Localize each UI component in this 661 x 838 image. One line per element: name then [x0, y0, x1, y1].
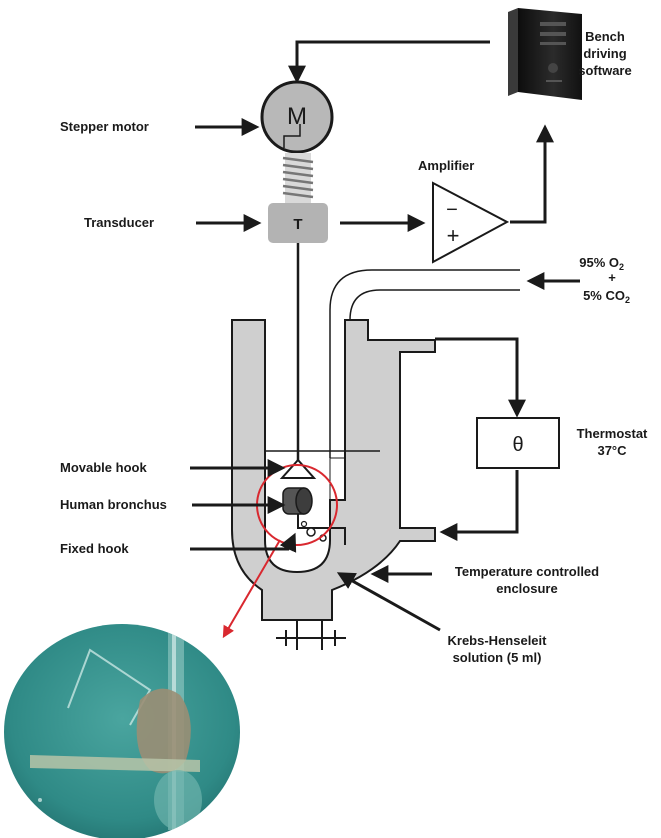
thermostat-box [476, 417, 560, 469]
amplifier-to-computer-arrow [510, 124, 554, 224]
enclosure-label-line2: enclosure [496, 581, 557, 596]
gas-o2-label: 95% O2 [579, 255, 624, 272]
krebs-label-line2: solution (5 ml) [453, 650, 542, 665]
bench-label-line2: driving [583, 46, 626, 61]
thermostat-to-bath-arrow [439, 470, 519, 541]
enclosure-label-line1: Temperature controlled [455, 564, 599, 579]
bath-to-thermostat-arrow [435, 337, 526, 418]
amplifier-icon [432, 181, 510, 264]
human-bronchus-label: Human bronchus [60, 497, 167, 512]
transducer-label: Transducer [84, 215, 154, 230]
gas-co2-label: 5% CO2 [583, 288, 630, 305]
fixed-hook-label: Fixed hook [60, 541, 129, 556]
drain-valve [276, 620, 346, 650]
movable-hook-icon [279, 458, 317, 479]
magnifier-arrow [222, 539, 281, 639]
bubble [306, 527, 316, 537]
bubble [300, 520, 308, 528]
computer-tower-icon [508, 8, 582, 100]
thermostat-label: Thermostat [577, 426, 648, 441]
amplifier-plus: + [447, 223, 460, 248]
stepper-motor-icon [260, 80, 334, 154]
bath-interior [264, 320, 346, 573]
motor-symbol: M [287, 103, 307, 130]
bench-label-line1: Bench [585, 29, 625, 44]
amplifier-label: Amplifier [418, 158, 474, 173]
transducer-symbol: T [293, 216, 302, 233]
computer-to-motor-arrow [288, 40, 490, 84]
thermostat-symbol: θ [512, 434, 523, 456]
amplifier-minus: − [446, 199, 458, 221]
thermostat-temperature: 37°C [597, 443, 627, 458]
fixed-hook-icon [297, 514, 346, 545]
movable-hook-label: Movable hook [60, 460, 147, 475]
fixed-hook-arrow [190, 532, 297, 553]
krebs-arrow [336, 572, 441, 632]
krebs-label-line1: Krebs-Henseleit [448, 633, 548, 648]
bronchus-icon [282, 487, 313, 515]
spring-icon [282, 153, 314, 203]
bench-label-line3: software [578, 63, 631, 78]
gas-plus-label: + [608, 270, 616, 285]
bronchus-photo [4, 624, 240, 838]
transducer-block [268, 203, 328, 243]
stepper-motor-label: Stepper motor [60, 119, 149, 134]
